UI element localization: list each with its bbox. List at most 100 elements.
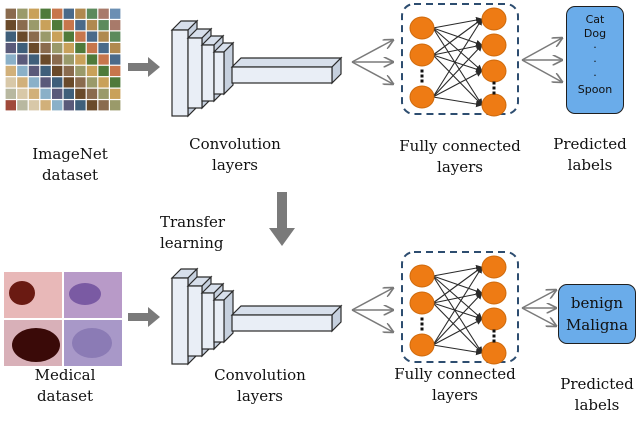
convolution-layers-top — [170, 19, 343, 118]
neuron-node — [409, 333, 435, 357]
neuron-node — [481, 33, 507, 57]
imagenet-thumbnail — [63, 100, 74, 111]
imagenet-image-collage — [5, 8, 121, 111]
imagenet-thumbnail — [17, 8, 28, 19]
imagenet-thumbnail — [52, 54, 63, 65]
fc-connection — [432, 16, 483, 29]
neuron-node — [409, 43, 435, 67]
output-item: · — [593, 69, 597, 82]
transfer-learning-arrow — [269, 192, 295, 246]
ellipsis-dot — [420, 79, 424, 83]
output-item: · — [593, 55, 597, 68]
imagenet-thumbnail — [75, 77, 86, 88]
imagenet-thumbnail — [110, 88, 121, 99]
fc-connection — [432, 54, 483, 106]
imagenet-thumbnail — [17, 42, 28, 54]
output-item: Dog — [583, 27, 607, 40]
medical-dataset-label: Medical dataset — [34, 366, 96, 405]
imagenet-thumbnail — [86, 88, 98, 99]
imagenet-thumbnail — [75, 88, 86, 99]
flatten-bar — [231, 314, 333, 332]
imagenet-thumbnail — [63, 88, 74, 99]
imagenet-thumbnail — [110, 20, 121, 31]
imagenet-thumbnail — [75, 8, 86, 19]
conv-slab — [171, 29, 189, 117]
fan-arrows-fc-to-output-bottom — [521, 290, 556, 326]
imagenet-thumbnail — [98, 88, 109, 99]
neuron-node — [481, 93, 507, 117]
imagenet-thumbnail — [75, 100, 86, 111]
neuron-node — [481, 59, 507, 83]
ellipsis-dot — [420, 327, 424, 331]
imagenet-thumbnail — [52, 8, 63, 19]
fc-connection — [432, 27, 483, 106]
flatten-bar — [231, 66, 333, 84]
neuron-node — [481, 281, 507, 305]
predicted-labels-box-top: Cat Dog · · · Spoon — [566, 6, 624, 114]
neuron-node — [409, 264, 435, 288]
fc-connection — [432, 344, 483, 356]
output-item: · — [593, 41, 597, 54]
fc-connection — [432, 44, 483, 98]
imagenet-thumbnail — [75, 42, 86, 54]
imagenet-thumbnail — [17, 100, 28, 111]
fc-connection — [432, 275, 483, 354]
output-item: Cat — [585, 13, 605, 26]
output-item: Maligna — [565, 316, 629, 334]
imagenet-thumbnail — [28, 31, 40, 42]
imagenet-thumbnail — [63, 77, 74, 88]
conv-layers-label-bottom: Convolution layers — [214, 366, 306, 405]
imagenet-thumbnail — [98, 77, 109, 88]
imagenet-thumbnail — [28, 100, 40, 111]
imagenet-thumbnail — [75, 31, 86, 42]
fc-connection — [432, 70, 483, 98]
imagenet-thumbnail — [98, 100, 109, 111]
imagenet-thumbnail — [98, 8, 109, 19]
output-item: Spoon — [577, 83, 613, 96]
ellipsis-dot — [492, 334, 496, 338]
ellipsis-dot — [492, 86, 496, 90]
imagenet-thumbnail — [28, 8, 40, 19]
fc-connection — [432, 18, 483, 56]
medical-image-collage — [4, 272, 122, 366]
imagenet-thumbnail — [28, 42, 40, 54]
neuron-node — [481, 307, 507, 331]
imagenet-thumbnail — [110, 31, 121, 42]
imagenet-thumbnail — [110, 8, 121, 19]
imagenet-dataset-label: ImageNet dataset — [32, 145, 108, 184]
imagenet-thumbnail — [40, 54, 51, 65]
imagenet-thumbnail — [5, 100, 16, 111]
imagenet-thumbnail — [86, 54, 98, 65]
imagenet-thumbnail — [28, 54, 40, 65]
imagenet-thumbnail — [98, 20, 109, 31]
imagenet-thumbnail — [63, 20, 74, 31]
fully-connected-network-bottom — [409, 255, 507, 365]
imagenet-thumbnail — [86, 20, 98, 31]
imagenet-thumbnail — [110, 100, 121, 111]
lesion-blob — [9, 281, 35, 305]
imagenet-thumbnail — [5, 42, 16, 54]
neuron-node — [481, 255, 507, 279]
ellipsis-dot — [420, 317, 424, 321]
imagenet-thumbnail — [63, 8, 74, 19]
imagenet-thumbnail — [40, 100, 51, 111]
imagenet-thumbnail — [75, 65, 86, 77]
imagenet-thumbnail — [98, 31, 109, 42]
tissue-stain — [69, 283, 101, 305]
imagenet-thumbnail — [40, 20, 51, 31]
imagenet-thumbnail — [28, 77, 40, 88]
conv-slab — [171, 277, 189, 365]
conv-slab — [187, 37, 203, 109]
output-item: benign — [570, 294, 624, 312]
imagenet-thumbnail — [86, 65, 98, 77]
imagenet-thumbnail — [75, 54, 86, 65]
imagenet-thumbnail — [5, 88, 16, 99]
imagenet-thumbnail — [110, 42, 121, 54]
fc-connection — [432, 302, 483, 321]
neuron-node — [409, 16, 435, 40]
imagenet-thumbnail — [98, 42, 109, 54]
imagenet-thumbnail — [17, 88, 28, 99]
fc-connection — [432, 18, 483, 98]
fc-connection — [432, 42, 483, 56]
